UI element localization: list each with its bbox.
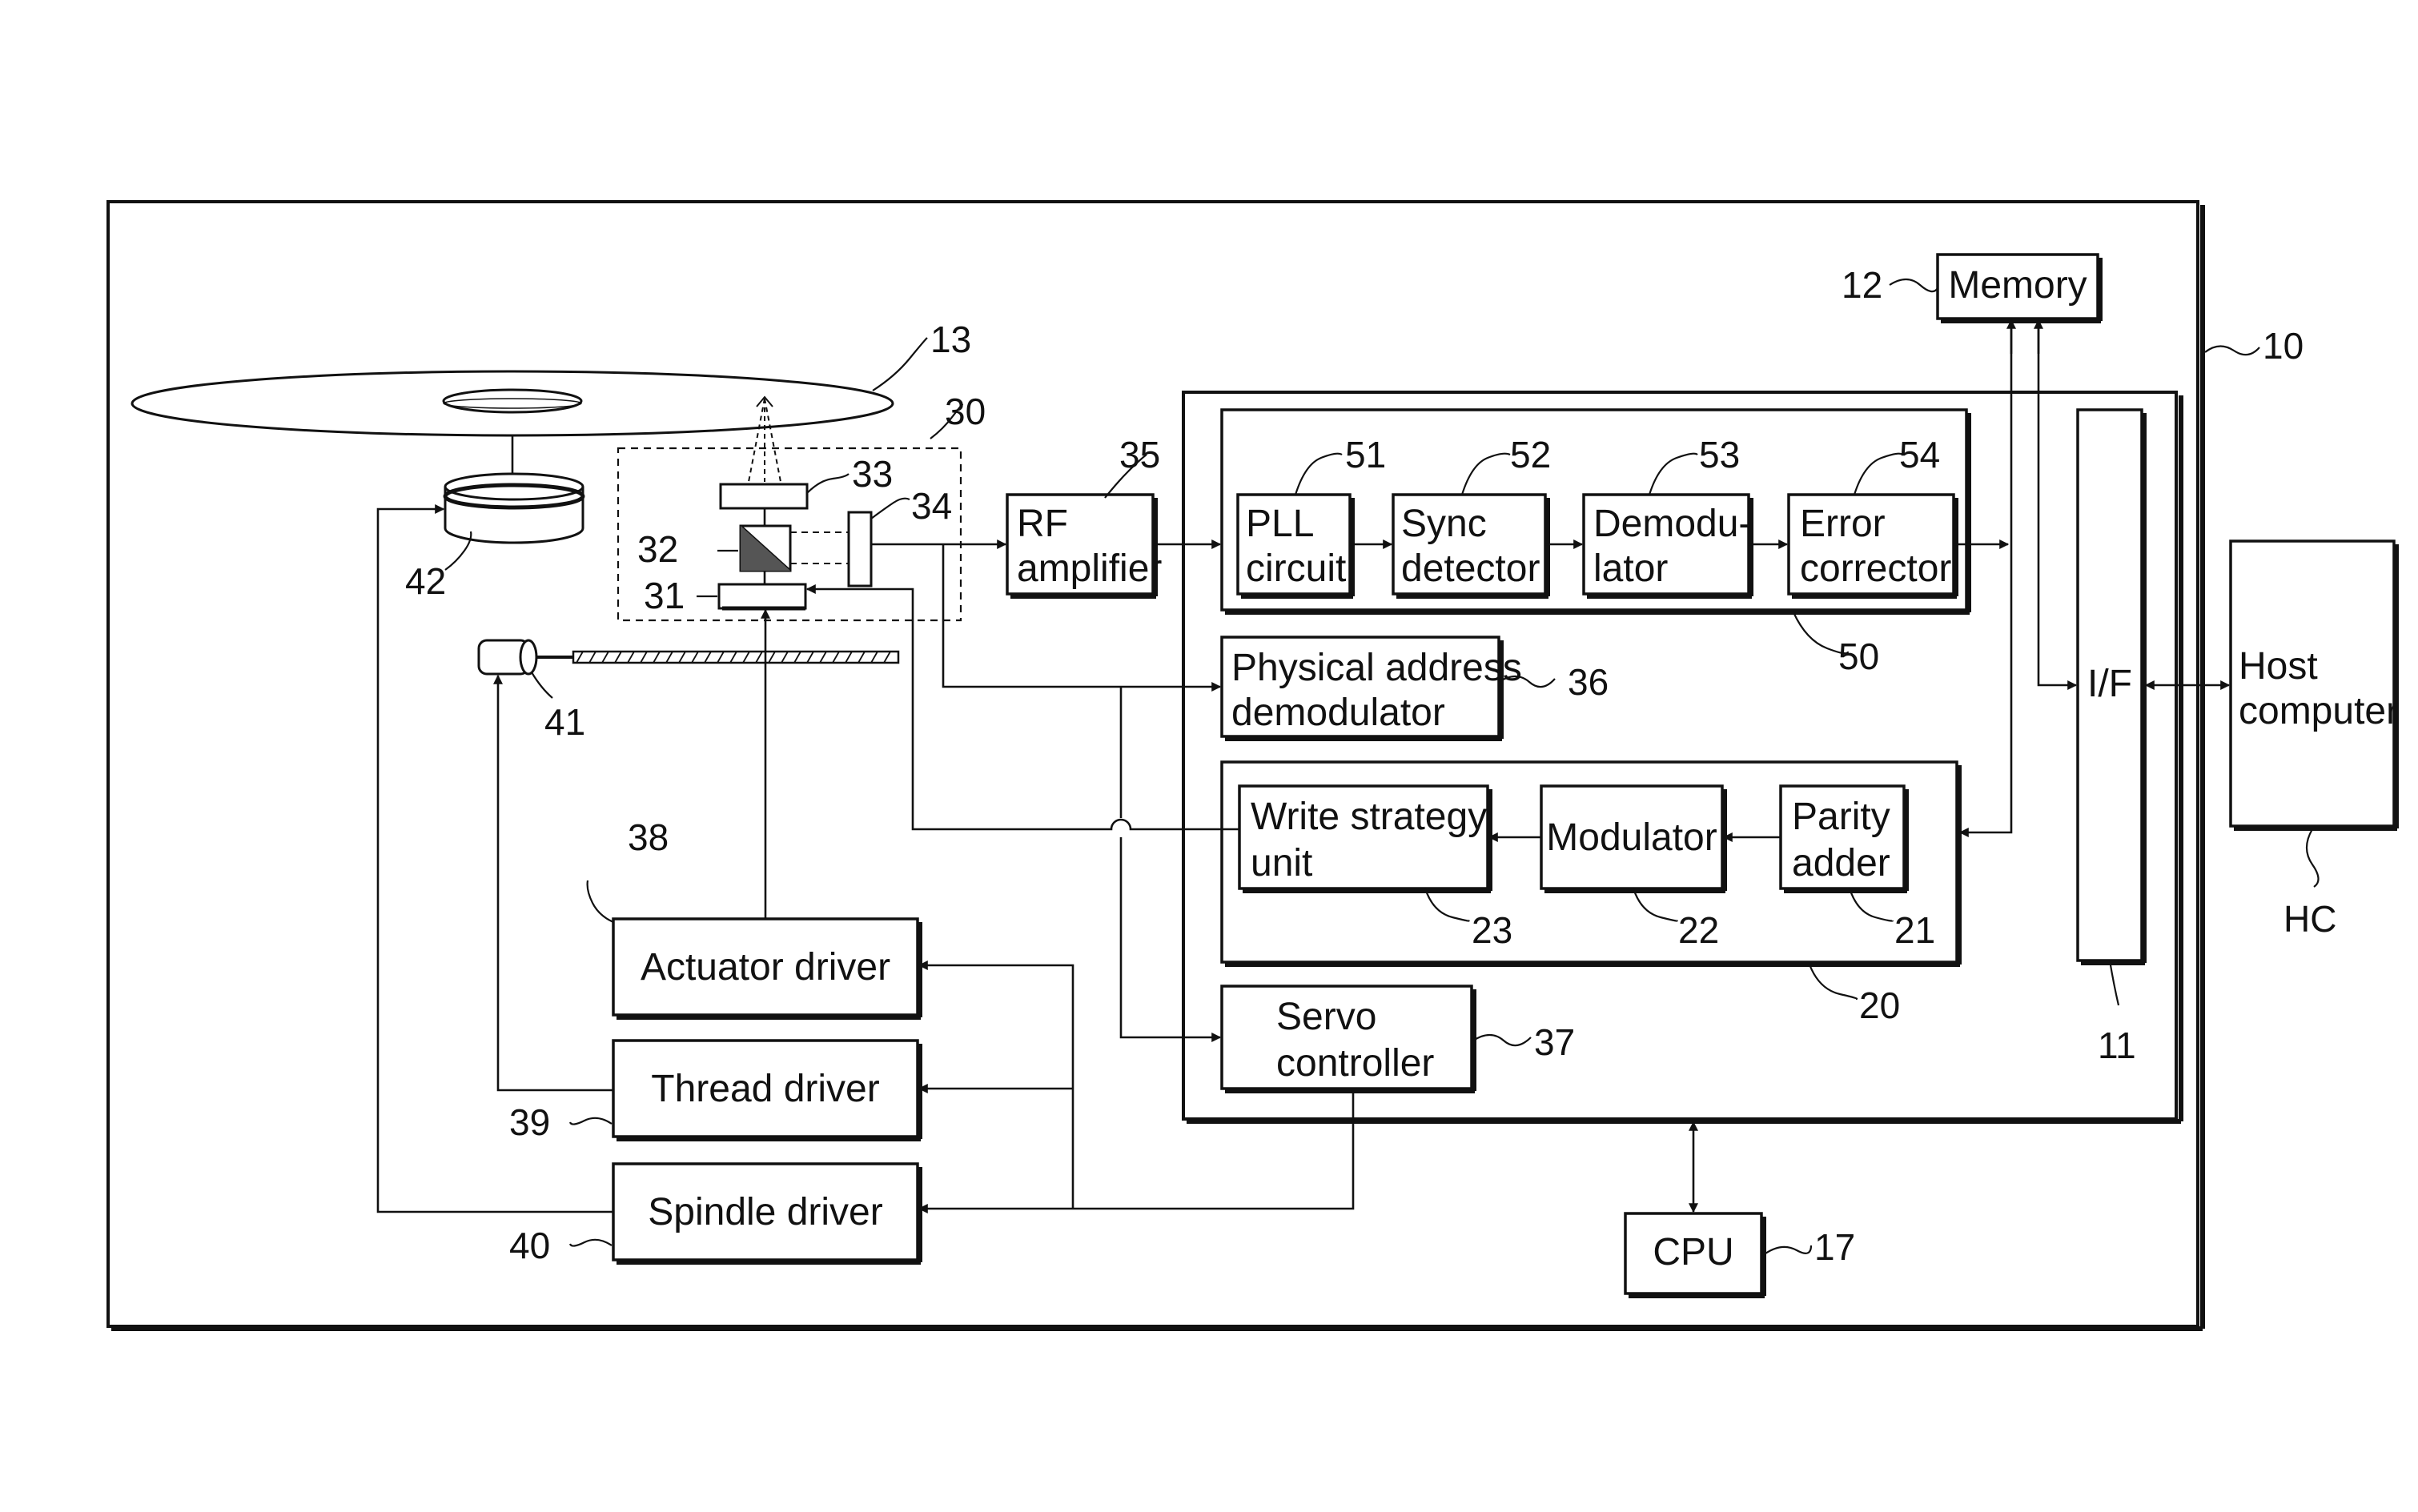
ref-36: 36 — [1568, 661, 1609, 703]
ref-37: 37 — [1534, 1021, 1575, 1063]
thread-motor — [479, 640, 573, 674]
error-corrector-block: Error corrector — [1789, 495, 1957, 596]
ref-53: 53 — [1699, 434, 1740, 475]
write-strategy-unit-block: Write strategy unit — [1239, 786, 1491, 891]
ref-40: 40 — [509, 1225, 550, 1266]
ref-50: 50 — [1838, 636, 1879, 677]
beam-splitter-icon — [741, 526, 790, 571]
physical-address-demodulator-label-2: demodulator — [1231, 692, 1445, 734]
memory-block: Memory — [1938, 255, 2101, 321]
memory-label: Memory — [1948, 264, 2087, 307]
servo-controller-label-1: Servo — [1276, 996, 1376, 1038]
sync-detector-block: Sync detector — [1393, 495, 1548, 596]
ref-22: 22 — [1678, 909, 1719, 951]
error-corrector-label-1: Error — [1800, 503, 1886, 545]
ref-11: 11 — [2098, 1025, 2136, 1066]
ref-52: 52 — [1510, 434, 1551, 475]
rf-amplifier-label-1: RF — [1017, 503, 1068, 545]
ref-42: 42 — [405, 560, 446, 602]
ref-39: 39 — [509, 1101, 550, 1143]
servo-controller-block: Servo controller — [1222, 986, 1475, 1091]
demodulator-label-1: Demodu- — [1593, 503, 1751, 545]
physical-address-demodulator-block: Physical address demodulator — [1222, 637, 1522, 739]
host-computer-label-1: Host — [2239, 645, 2318, 688]
parity-adder-label-1: Parity — [1792, 796, 1890, 838]
rf-amplifier-label-2: amplifier — [1017, 547, 1162, 590]
cpu-label: CPU — [1653, 1231, 1733, 1273]
laser-icon — [719, 584, 805, 608]
physical-address-demodulator-label-1: Physical address — [1231, 647, 1522, 689]
spindle-driver-label: Spindle driver — [648, 1191, 883, 1233]
ref-21: 21 — [1894, 909, 1935, 951]
thread-driver-block: Thread driver — [613, 1041, 921, 1139]
optical-disc — [132, 371, 893, 475]
pll-circuit-label-1: PLL — [1246, 503, 1314, 545]
ref-30: 30 — [945, 391, 986, 432]
pll-circuit-block: PLL circuit — [1238, 495, 1353, 596]
ref-17: 17 — [1814, 1226, 1855, 1268]
ref-51: 51 — [1345, 434, 1386, 475]
spindle-driver-block: Spindle driver — [613, 1164, 921, 1262]
parity-adder-label-2: adder — [1792, 842, 1890, 884]
ref-35: 35 — [1119, 434, 1160, 475]
sync-detector-label-1: Sync — [1401, 503, 1487, 545]
parity-adder-block: Parity adder — [1781, 786, 1907, 891]
demodulator-block: Demodu- lator — [1584, 495, 1752, 596]
cpu-block: CPU — [1625, 1213, 1765, 1296]
demodulator-label-2: lator — [1593, 547, 1668, 590]
modulator-block: Modulator — [1541, 786, 1725, 891]
ref-31: 31 — [644, 575, 685, 616]
actuator-driver-label: Actuator driver — [641, 946, 890, 989]
spindle-motor — [445, 474, 583, 543]
ref-38: 38 — [628, 816, 669, 858]
photodetector-icon — [849, 512, 871, 586]
host-computer-block: Host computer — [2231, 541, 2399, 828]
host-computer-label-2: computer — [2239, 690, 2399, 732]
ref-12: 12 — [1842, 264, 1882, 306]
ref-41: 41 — [544, 701, 585, 743]
interface-label: I/F — [2087, 663, 2132, 705]
ref-20: 20 — [1859, 985, 1900, 1026]
pll-circuit-label-2: circuit — [1246, 547, 1346, 590]
write-strategy-unit-label-1: Write strategy — [1251, 796, 1487, 838]
servo-controller-label-2: controller — [1276, 1042, 1434, 1085]
modulator-label: Modulator — [1546, 816, 1717, 859]
ref-32: 32 — [637, 528, 678, 570]
sync-detector-label-2: detector — [1401, 547, 1540, 590]
thread-driver-label: Thread driver — [651, 1068, 879, 1110]
ref-23: 23 — [1472, 909, 1512, 951]
interface-block: I/F — [2078, 410, 2145, 963]
ref-54: 54 — [1899, 434, 1940, 475]
write-strategy-unit-label-2: unit — [1251, 842, 1312, 884]
ref-hc: HC — [2283, 898, 2336, 940]
ref-34: 34 — [911, 485, 952, 527]
rf-amplifier-block: RF amplifier — [1007, 495, 1162, 596]
lead-screw — [573, 652, 898, 663]
ref-13: 13 — [930, 319, 971, 360]
ref-33: 33 — [852, 453, 893, 495]
error-corrector-label-2: corrector — [1800, 547, 1951, 590]
actuator-driver-block: Actuator driver — [613, 919, 921, 1017]
ref-10: 10 — [2263, 325, 2304, 367]
